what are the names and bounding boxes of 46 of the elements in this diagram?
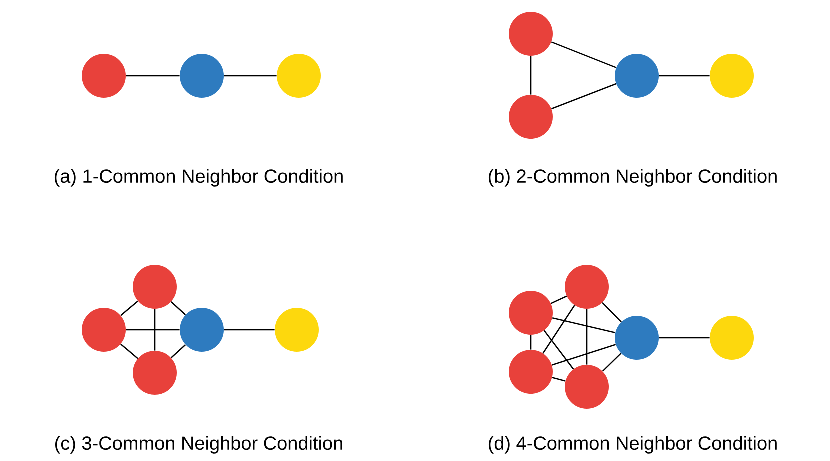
- circle: [275, 308, 319, 352]
- caption: (a) 1-Common Neighbor Condition: [54, 169, 343, 187]
- line: [551, 42, 617, 68]
- caption: (b) 2-Common Neighbor Condition: [488, 169, 777, 187]
- circle: [509, 350, 553, 394]
- line: [154, 309, 156, 351]
- circle: [565, 365, 609, 409]
- circle: [277, 54, 321, 98]
- circle: [82, 308, 126, 352]
- line: [120, 300, 138, 316]
- line: [552, 377, 566, 382]
- circle: [133, 351, 177, 395]
- line: [552, 317, 616, 334]
- circle: [565, 265, 609, 309]
- line: [659, 337, 710, 339]
- line: [602, 353, 622, 372]
- circle: [180, 54, 224, 98]
- circle: [509, 291, 553, 335]
- line: [544, 330, 574, 370]
- caption: (c) 3-Common Neighbor Condition: [56, 436, 342, 454]
- circle: [509, 95, 553, 139]
- circle: [615, 54, 659, 98]
- circle: [133, 265, 177, 309]
- circle: [509, 12, 553, 56]
- line: [530, 335, 532, 350]
- circle: [82, 54, 126, 98]
- circle: [180, 308, 224, 352]
- line: [586, 309, 588, 365]
- line: [530, 56, 532, 95]
- line: [552, 344, 616, 366]
- line: [120, 344, 138, 360]
- line: [542, 305, 576, 354]
- line: [170, 344, 186, 358]
- line: [551, 83, 617, 110]
- circle: [710, 316, 754, 360]
- line: [224, 329, 275, 331]
- circle: [615, 316, 659, 360]
- line: [126, 329, 180, 331]
- line: [224, 75, 277, 77]
- line: [550, 296, 568, 304]
- line: [170, 302, 186, 316]
- caption: (d) 4-Common Neighbor Condition: [488, 436, 777, 454]
- circle: [710, 54, 754, 98]
- line: [126, 75, 180, 77]
- line: [659, 75, 710, 77]
- line: [602, 302, 622, 323]
